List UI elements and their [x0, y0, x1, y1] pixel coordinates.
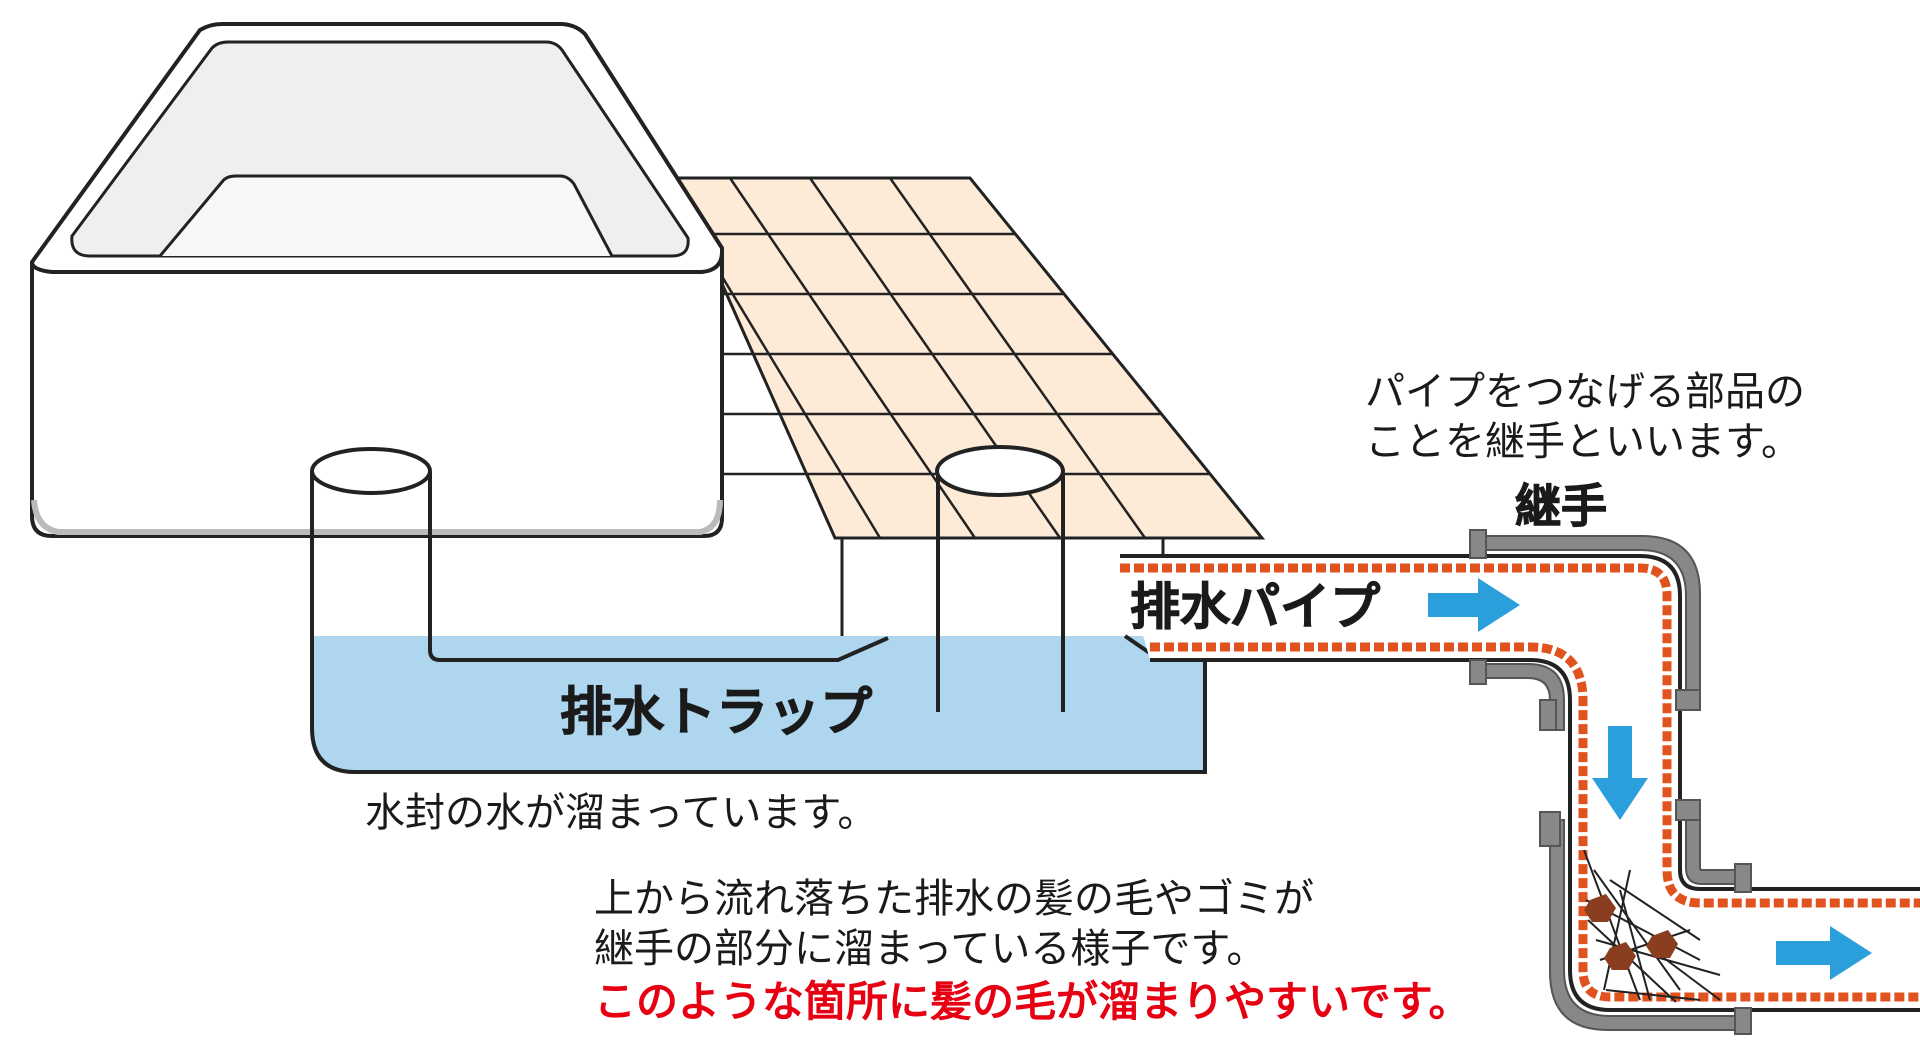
flow-arrow-right-icon [1428, 578, 1520, 632]
joint-label: 継手 [1515, 479, 1607, 533]
drain-pipe [1120, 554, 1920, 1012]
floor-support-lines [840, 538, 1165, 650]
flow-arrow-right-icon [1776, 926, 1872, 980]
bathtub-drain-inlet [310, 447, 432, 540]
drain-trap-label: 排水トラップ [560, 683, 872, 743]
clog-description-line2: 継手の部分に溜まっている様子です。 [594, 926, 1266, 972]
warning-text: このような箇所に髪の毛が溜まりやすいです。 [594, 977, 1471, 1026]
flow-arrow-down-icon [1592, 726, 1648, 820]
hair-debris [1583, 849, 1721, 1003]
trap-water [312, 636, 1205, 772]
drain-pipe-label: 排水パイプ [1130, 578, 1380, 636]
bathtub [30, 22, 724, 538]
bathroom-floor-tiles [672, 176, 1266, 540]
pipe-joint-fittings [1469, 529, 1752, 1035]
flow-arrows [1428, 578, 1872, 980]
joint-description-line2: ことを継手といいます。 [1365, 419, 1801, 465]
seal-water-note: 水封の水が溜まっています。 [365, 790, 877, 836]
clog-description-line1: 上から流れ落ちた排水の髪の毛やゴミが [594, 876, 1314, 922]
joint-description-line1: パイプをつなげる部品の [1365, 369, 1805, 415]
